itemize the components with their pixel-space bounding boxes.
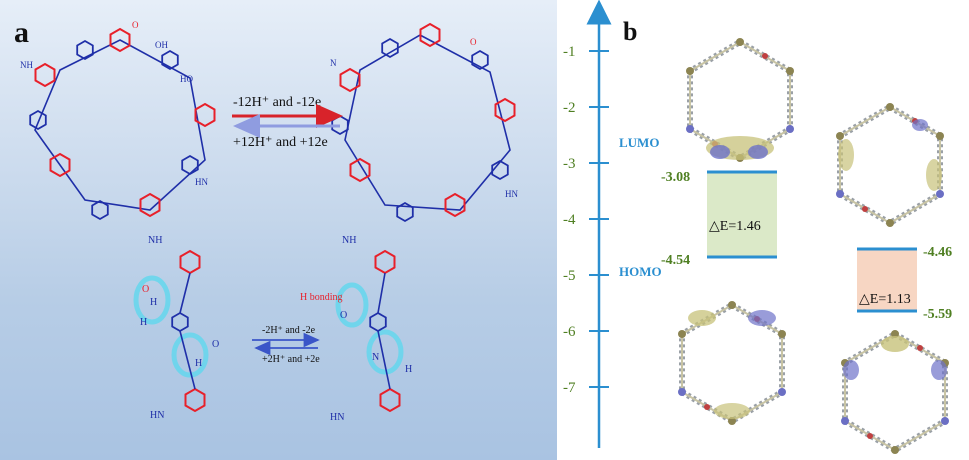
orbital-left-lumo [686, 38, 794, 162]
right-gap-value: △E=1.13 [859, 292, 911, 307]
atom-label: N [372, 352, 379, 363]
atom-label: O [470, 37, 477, 47]
atom-label: O [340, 310, 347, 321]
tick-label: -4 [563, 212, 576, 228]
tick-label: -3 [563, 156, 576, 172]
tick-label: -7 [563, 380, 576, 396]
bottom-right-fragment: H bonding NH O N H HN [300, 235, 412, 423]
tick-label: -1 [563, 44, 576, 60]
lumo-label: LUMO [619, 135, 659, 150]
atom-label: N [330, 58, 337, 68]
atom-label: HN [505, 189, 518, 199]
atom-label: HN [150, 410, 164, 421]
atom-label: H [195, 358, 202, 369]
left-gap-box [707, 172, 777, 257]
bottom-forward-condition: -2H⁺ and -2e [262, 325, 316, 336]
atom-label: H [405, 364, 412, 375]
orbital-right-homo [841, 330, 949, 454]
panel-a: a OH HO O NH HN O [0, 0, 557, 460]
left-lumo-value: -3.08 [661, 170, 690, 185]
left-homo-value: -4.54 [661, 253, 690, 268]
top-reverse-condition: +12H⁺ and +12e [233, 135, 328, 150]
homo-label: HOMO [619, 264, 662, 279]
panel-b-label: b [623, 17, 637, 46]
tick-label: -5 [563, 268, 576, 284]
orbital-left-homo [678, 301, 786, 425]
right-gap-box [857, 249, 917, 311]
atom-label: O [142, 284, 149, 295]
panel-a-label: a [14, 16, 29, 49]
atom-label: OH [155, 40, 168, 50]
left-gap-value: △E=1.46 [709, 219, 761, 234]
right-homo-value: -5.59 [923, 307, 952, 322]
axis-ticks [589, 50, 609, 388]
h-bonding-label: H bonding [300, 292, 343, 303]
atom-label: H [140, 317, 147, 328]
left-macrocycle: OH HO O NH HN [20, 20, 216, 220]
bottom-left-fragment: NH O H H O H HN [133, 235, 219, 421]
atom-label: HO [180, 74, 193, 84]
atom-label: NH [342, 235, 356, 246]
atom-label: H [150, 297, 157, 308]
panel-a-scheme: a OH HO O NH HN O [14, 16, 518, 423]
atom-label: O [212, 339, 219, 350]
tick-label: -6 [563, 324, 576, 340]
top-forward-condition: -12H⁺ and -12e [233, 95, 321, 110]
panel-b: b -1 -2 -3 -4 -5 -6 -7 L [557, 0, 969, 460]
atom-label: NH [148, 235, 162, 246]
atom-label: NH [20, 60, 33, 70]
orbital-right-lumo [836, 103, 944, 227]
atom-label: HN [195, 177, 208, 187]
right-macrocycle: O N HN [330, 23, 518, 222]
bottom-reverse-condition: +2H⁺ and +2e [262, 354, 320, 365]
atom-label: HN [330, 412, 344, 423]
panel-b-energy-diagram: b -1 -2 -3 -4 -5 -6 -7 L [563, 0, 952, 460]
tick-label: -2 [563, 100, 576, 116]
right-lumo-value: -4.46 [923, 245, 952, 260]
atom-label: O [132, 20, 139, 30]
